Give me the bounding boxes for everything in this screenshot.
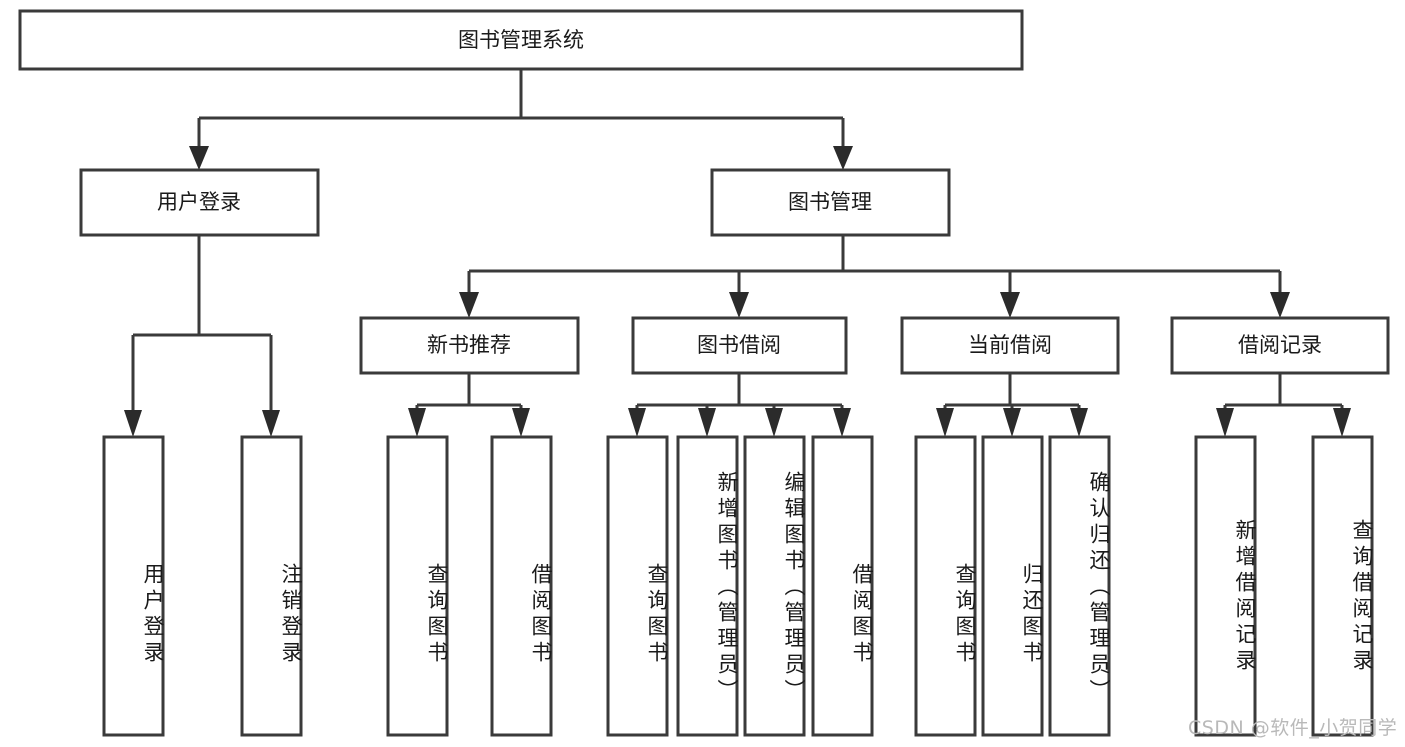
leaf-box-newbook-1[interactable] [386, 435, 449, 737]
connector-borrowrecord-to-leaves [1216, 373, 1351, 437]
connector-newbook-to-leaves [408, 373, 530, 437]
node-current-borrow[interactable]: 当前借阅 [900, 316, 1120, 375]
leaf-box-newbook-2[interactable] [490, 435, 553, 737]
leaf-box-bookborrow-3[interactable] [743, 435, 806, 737]
node-book-management-label: 图书管理 [788, 190, 872, 214]
leaf-box-currentborrow-3[interactable] [1048, 435, 1111, 737]
node-new-book-recommend-label: 新书推荐 [427, 333, 511, 357]
leaf-box-borrowrecord-1[interactable] [1194, 435, 1257, 737]
connector-title-to-level2 [189, 69, 853, 170]
node-book-borrow-label: 图书借阅 [697, 333, 781, 357]
leaf-box-currentborrow-2[interactable] [981, 435, 1044, 737]
node-user-login[interactable]: 用户登录 [79, 168, 320, 237]
node-user-login-label: 用户登录 [157, 190, 241, 214]
leaf-box-user-login-2[interactable] [240, 435, 303, 737]
connector-bookmgmt-to-level3 [459, 235, 1290, 318]
csdn-watermark: CSDN @软件_小贺同学 [1188, 717, 1398, 739]
node-root-book-management-system[interactable]: 图书管理系统 [18, 9, 1024, 71]
node-current-borrow-label: 当前借阅 [968, 333, 1052, 357]
connector-userlogin-to-leaves [124, 235, 280, 437]
leaf-box-user-login-1[interactable] [102, 435, 165, 737]
node-new-book-recommend[interactable]: 新书推荐 [359, 316, 580, 375]
node-borrow-record[interactable]: 借阅记录 [1170, 316, 1390, 375]
node-book-borrow[interactable]: 图书借阅 [631, 316, 848, 375]
node-root-label: 图书管理系统 [458, 28, 584, 52]
connector-bookborrow-to-leaves [628, 373, 851, 437]
node-book-management[interactable]: 图书管理 [710, 168, 951, 237]
connector-currentborrow-to-leaves [936, 373, 1088, 437]
leaf-box-bookborrow-2[interactable] [676, 435, 739, 737]
leaf-box-currentborrow-1[interactable] [914, 435, 977, 737]
leaf-box-borrowrecord-2[interactable] [1311, 435, 1374, 737]
leaf-box-bookborrow-1[interactable] [606, 435, 669, 737]
node-borrow-record-label: 借阅记录 [1238, 333, 1322, 357]
leaf-box-bookborrow-4[interactable] [811, 435, 874, 737]
